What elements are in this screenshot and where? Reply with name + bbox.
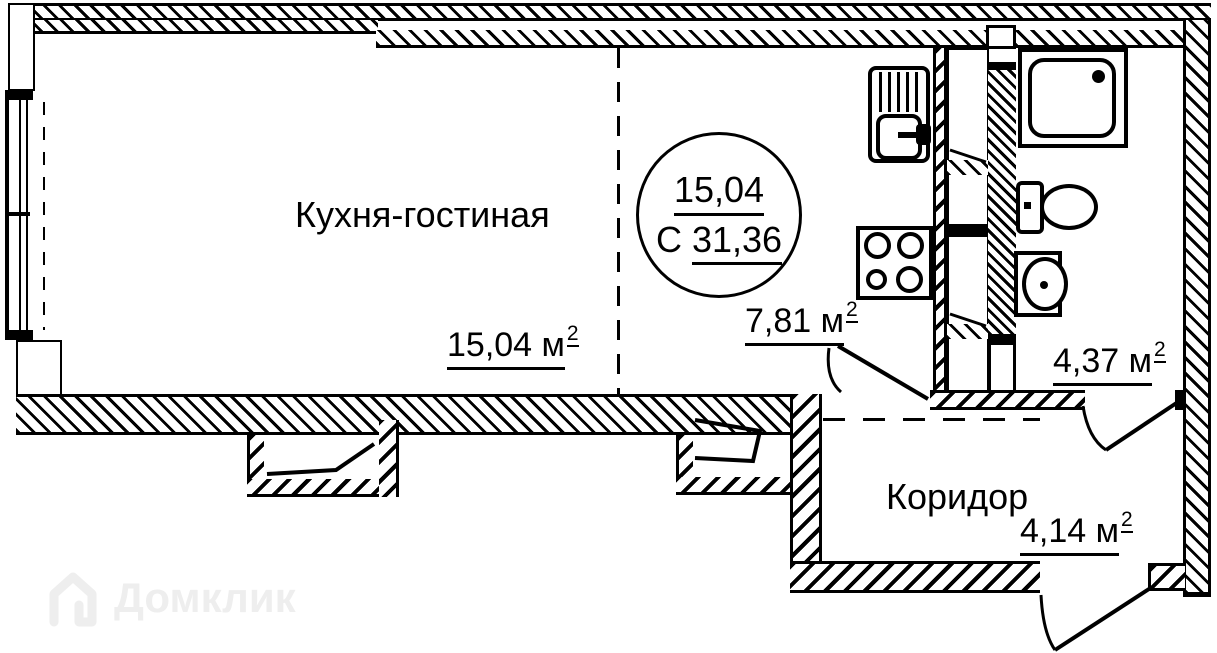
- room-label-text: Кухня-гостиная: [295, 194, 550, 235]
- washbasin-drain: [1040, 281, 1048, 289]
- bathroom-south-wall: [930, 390, 1085, 410]
- basket-b-bottom-wall: [676, 477, 810, 495]
- room-label-kitchen-living: Кухня-гостиная: [295, 194, 550, 236]
- shaft-duct-marks: [949, 148, 987, 328]
- shaft-bottom-box: [988, 342, 1016, 394]
- bathroom-door-leaf: [1104, 400, 1180, 452]
- stamp-type-letter: С: [655, 219, 682, 260]
- shower-tray-inner: [1028, 58, 1116, 138]
- kitchen-sink-faucet-stem: [898, 132, 920, 138]
- area-label-living-zone: 15,04 м2: [447, 322, 579, 371]
- basket-a-bottom-wall: [247, 479, 399, 497]
- stamp-total-value: 31,36: [691, 219, 783, 265]
- room-label-corridor: Коридор: [886, 476, 1028, 518]
- shaft-west-wall: [933, 48, 947, 394]
- shower-drain: [1092, 70, 1105, 83]
- shaft-divider-1: [947, 160, 989, 175]
- wall-north-outer: [8, 3, 1211, 21]
- window-cap-bottom: [5, 330, 33, 340]
- window-glass-line-2: [26, 100, 28, 332]
- stove-burner: [866, 269, 887, 290]
- area-sup: 2: [1154, 338, 1166, 363]
- bathroom-door-hinge-stub: [1175, 390, 1183, 410]
- stove-burner: [864, 232, 891, 259]
- stamp-total-area: С 31,36: [655, 217, 783, 265]
- bathroom-west-wall-cap-top: [988, 62, 1016, 70]
- entrance-door-arc: [1039, 594, 1057, 651]
- ac-unit-sketch-b: [694, 418, 763, 464]
- area-value: 15,04 м: [447, 326, 565, 371]
- bathroom-door-arc: [1081, 405, 1107, 452]
- window-mullion: [9, 212, 30, 216]
- corridor-west-wall: [790, 394, 822, 593]
- zone-divider-dashed-line: [617, 48, 620, 394]
- toilet-tank-dot: [1024, 202, 1031, 209]
- kitchen-sink-drainboard-line: [897, 72, 900, 112]
- bathroom-west-wall: [988, 70, 1016, 334]
- toilet-bowl: [1040, 184, 1098, 230]
- bathroom-west-wall-cap-bottom: [988, 334, 1016, 342]
- entrance-hinge-stub: [1148, 563, 1185, 591]
- window-recess-dashed-line: [43, 102, 45, 330]
- stove-burner: [897, 232, 924, 259]
- kitchen-sink-faucet: [916, 124, 931, 145]
- area-label-kitchen-zone: 7,81 м2: [745, 298, 858, 347]
- kitchen-sink-drainboard-line: [879, 72, 882, 112]
- corridor-south-wall: [790, 561, 1040, 593]
- watermark-text: Домклик: [114, 574, 296, 621]
- shaft-top-box: [986, 25, 1016, 49]
- kitchen-sink-drainboard-line: [906, 72, 909, 112]
- entrance-door-leaf: [1053, 587, 1151, 652]
- domclick-house-icon: [49, 572, 97, 627]
- pylon-bottom-left: [16, 340, 62, 398]
- window-cap-top: [5, 90, 33, 100]
- shaft-divider-2: [947, 224, 989, 237]
- corridor-dashed-line: [823, 418, 1040, 421]
- area-value: 7,81 м: [745, 302, 844, 347]
- stamp-living-area: 15,04: [673, 167, 765, 216]
- apartment-stamp: 15,04 С 31,36: [636, 132, 802, 298]
- kitchen-door-leaf: [836, 344, 930, 401]
- kitchen-sink-drainboard-line: [915, 72, 918, 112]
- basket-a-right-wall: [379, 420, 399, 497]
- stove-burner: [896, 266, 923, 293]
- area-sup: 2: [1121, 508, 1133, 533]
- kitchen-sink-drainboard-line: [888, 72, 891, 112]
- area-label-corridor: 4,14 м2: [1020, 508, 1133, 557]
- ac-unit-sketch-a: [266, 442, 376, 476]
- window-outer-edge: [5, 100, 9, 332]
- area-value: 4,37 м: [1053, 342, 1152, 387]
- area-label-bathroom: 4,37 м2: [1053, 338, 1166, 387]
- wall-east-cap: [1183, 592, 1211, 597]
- pylon-top-left: [8, 3, 35, 91]
- kitchen-door-arc: [826, 347, 843, 394]
- area-sup: 2: [566, 322, 579, 347]
- room-label-text: Коридор: [886, 476, 1029, 517]
- window-glass-line-1: [19, 100, 21, 332]
- wall-east: [1183, 20, 1211, 594]
- area-sup: 2: [846, 298, 858, 323]
- wall-south-main: [16, 394, 790, 435]
- shaft-divider-3: [947, 324, 989, 339]
- wall-north-inner-left: [8, 20, 378, 34]
- area-value: 4,14 м: [1020, 512, 1119, 557]
- watermark: Домклик: [46, 568, 296, 628]
